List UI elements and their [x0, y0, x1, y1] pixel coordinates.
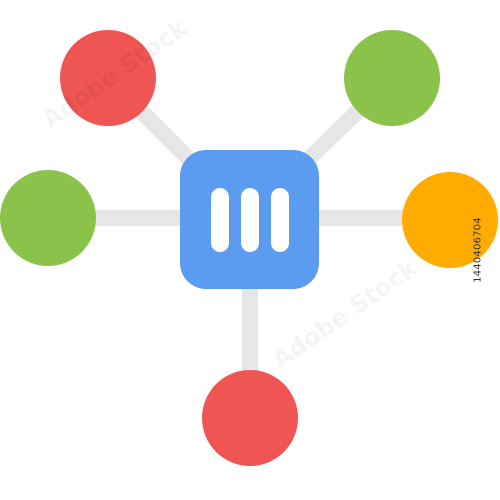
hub-bar	[271, 188, 289, 252]
image-id-label: 1440406704	[472, 217, 484, 283]
hub-bar	[211, 188, 229, 252]
node-top-right	[344, 30, 440, 126]
server-rack-icon	[211, 188, 289, 252]
node-bottom	[202, 370, 298, 466]
node-right	[402, 172, 498, 268]
hub	[180, 150, 319, 289]
node-left	[0, 170, 96, 266]
nodes	[0, 30, 498, 466]
node-top-left	[60, 30, 156, 126]
hub-bar	[241, 188, 259, 252]
